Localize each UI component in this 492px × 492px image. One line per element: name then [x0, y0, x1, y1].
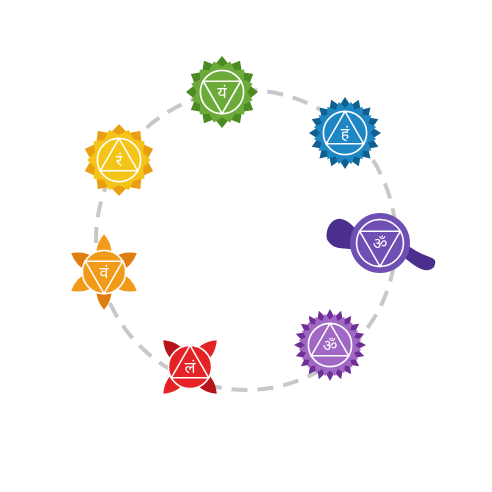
chakra-third-eye-symbol: ॐ — [373, 234, 388, 253]
chakra-heart-icon: यं — [186, 56, 258, 128]
chakra-third-eye-icon: ॐ — [326, 213, 436, 273]
chakra-throat-icon: हं — [309, 97, 381, 169]
chakra-solar-plexus-icon: रं — [84, 124, 154, 196]
chakra-sacral-icon: वं — [71, 234, 137, 310]
chakra-sacral-symbol: वं — [100, 263, 110, 282]
chakra-solar-plexus-symbol: रं — [116, 151, 123, 170]
chakra-heart-symbol: यं — [217, 83, 227, 102]
chakra-crown-icon: ॐ — [294, 309, 366, 381]
chakra-root-icon: लं — [163, 340, 217, 394]
chakra-throat-symbol: हं — [341, 124, 350, 143]
chakra-crown-symbol: ॐ — [323, 336, 338, 355]
chakra-root-symbol: लं — [185, 358, 197, 377]
